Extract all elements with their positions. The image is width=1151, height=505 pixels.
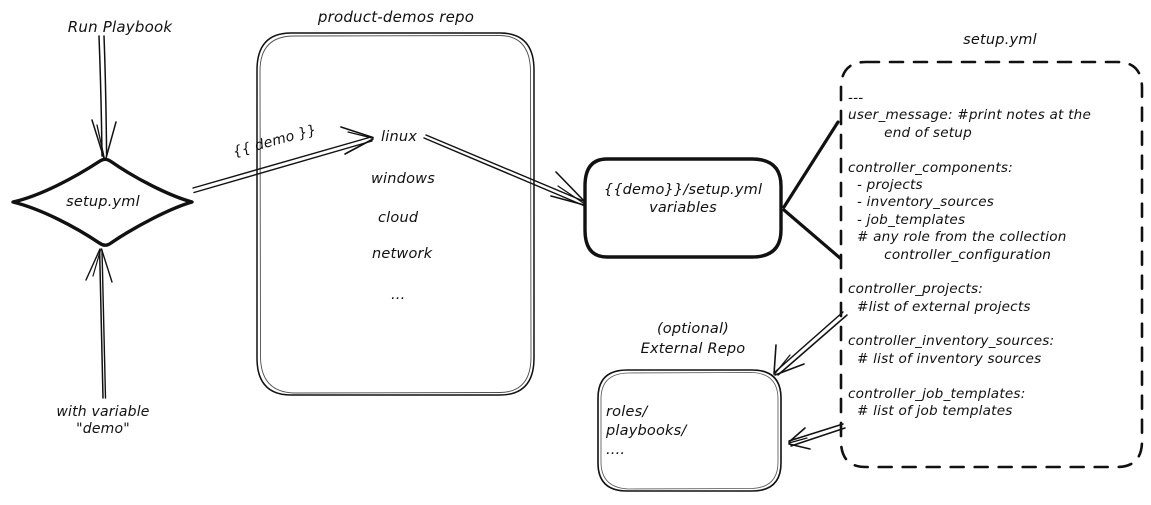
repo-item-linux: linux [381, 129, 418, 145]
vars-box-line1: {{demo}}/setup.yml [603, 182, 763, 198]
setup-yml-diamond-label: setup.yml [66, 194, 140, 210]
repo-item-ellipsis: ... [391, 287, 406, 303]
repo-item-network: network [372, 246, 433, 262]
setup-yml-dashed-box-title: setup.yml [963, 32, 1037, 48]
with-variable-label-line2: "demo" [76, 421, 130, 437]
repo-item-windows: windows [371, 171, 435, 187]
external-repo-title-line1: (optional) [656, 321, 730, 337]
demo-variable-edge-label: {{ demo }} [231, 121, 319, 161]
arrow-run-playbook [91, 35, 117, 161]
arrow-linux-to-vars [423, 134, 589, 208]
external-repo-title-line2: External Repo [640, 341, 746, 357]
arrow-projects-to-external-repo [773, 311, 848, 376]
with-variable-label-line1: with variable [56, 404, 150, 420]
external-repo-item-playbooks: playbooks/ [606, 423, 687, 439]
product-demos-repo-title: product-demos repo [317, 8, 475, 26]
setup-yml-file-content: --- user_message: #print notes at the en… [848, 90, 1092, 420]
arrow-job-templates-to-external-repo [788, 423, 846, 450]
external-repo-item-roles: roles/ [606, 404, 648, 420]
repo-item-cloud: cloud [378, 210, 419, 226]
external-repo-item-ellipsis: .... [606, 442, 626, 458]
arrow-with-variable [85, 248, 113, 399]
run-playbook-label: Run Playbook [67, 18, 173, 36]
connector-setupyml-to-vars [782, 120, 842, 260]
vars-box-line2: variables [649, 200, 717, 216]
